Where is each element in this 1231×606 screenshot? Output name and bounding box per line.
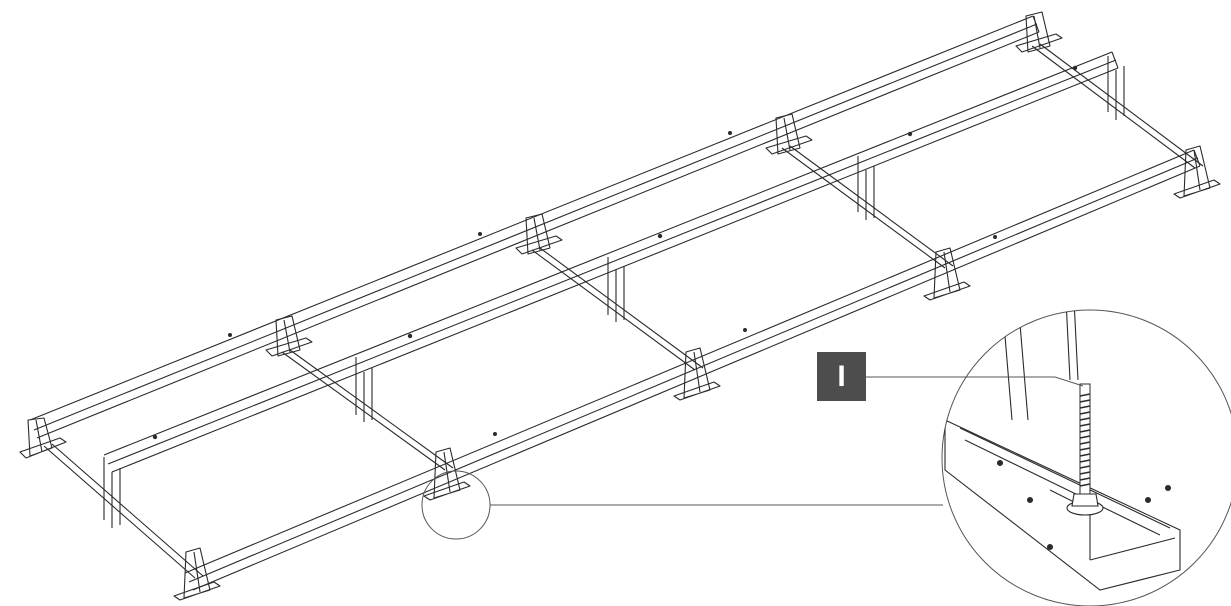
step-label-badge: I: [817, 352, 866, 401]
middle-posts: [103, 56, 1125, 528]
middle-rail: [103, 51, 1119, 473]
back-rail: [29, 15, 1040, 439]
cross-members: [43, 43, 1204, 579]
rail-frame: [19, 11, 1221, 601]
detail-callout: [421, 470, 943, 540]
magnifier-circle: [421, 470, 491, 540]
front-supports: [173, 145, 1221, 601]
hex-nut: [1071, 493, 1099, 507]
front-rail: [184, 149, 1201, 591]
detail-view: [866, 309, 1231, 606]
threaded-rod: [1066, 383, 1104, 516]
rail-bolts: [152, 65, 1078, 440]
badge-leader-line: [866, 376, 1084, 387]
back-supports: [19, 11, 1063, 459]
